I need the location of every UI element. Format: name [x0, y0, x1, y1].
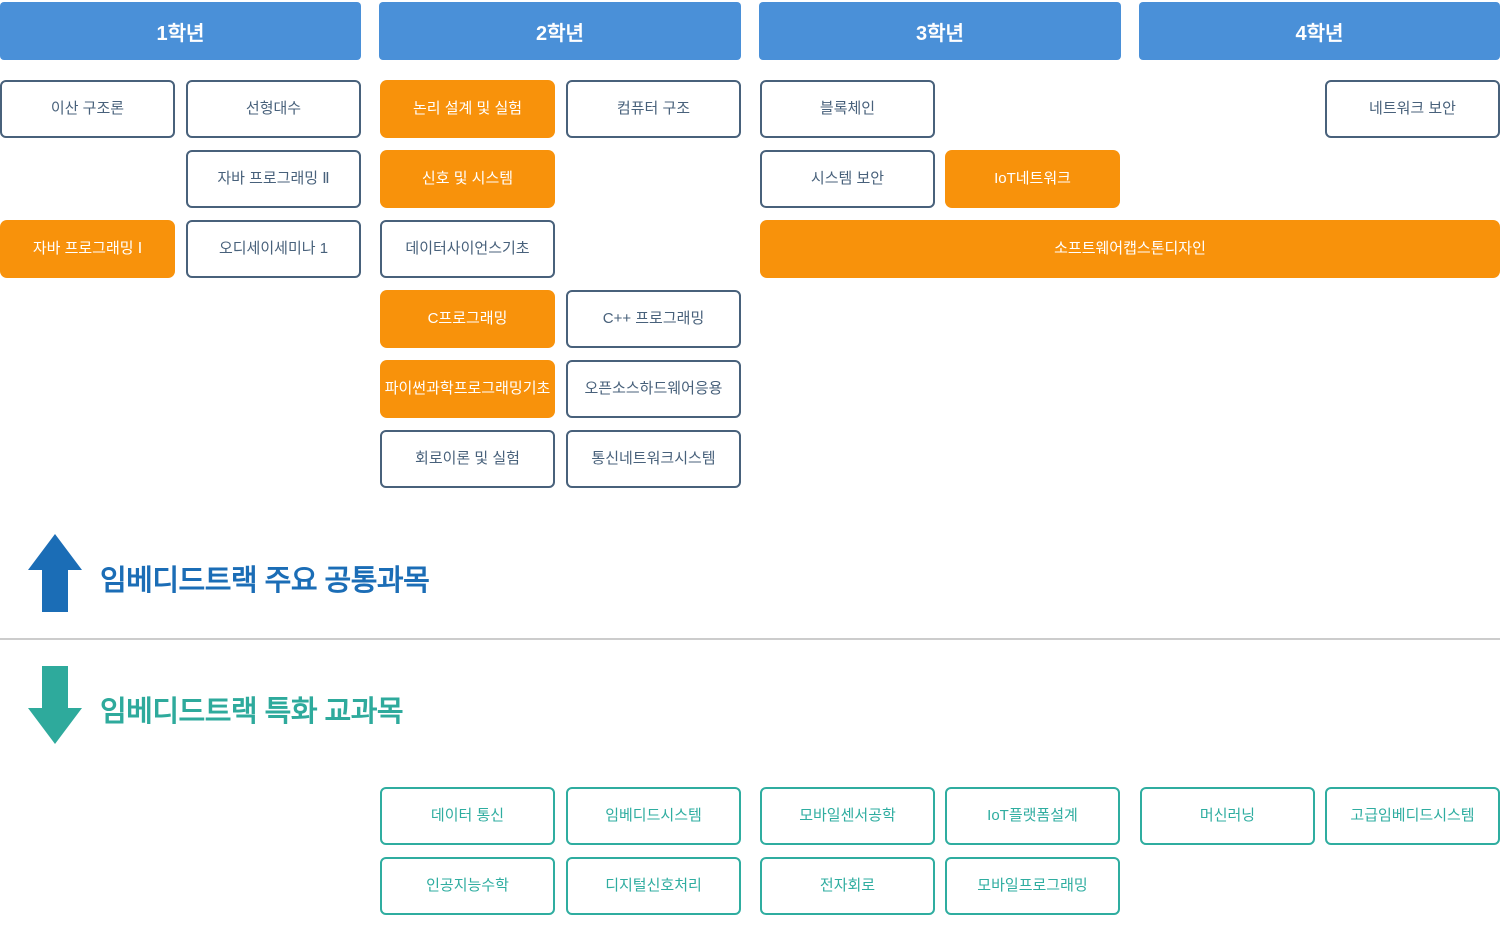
course-box: 이산 구조론 [0, 80, 175, 138]
course-box: 신호 및 시스템 [380, 150, 555, 208]
course-box: 컴퓨터 구조 [566, 80, 741, 138]
up-arrow-icon [28, 534, 82, 612]
course-box: 오픈소스하드웨어응용 [566, 360, 741, 418]
course-box: 전자회로 [760, 857, 935, 915]
up-arrow-shape [28, 534, 82, 612]
course-box: 파이썬과학프로그래밍기초 [380, 360, 555, 418]
specialized-track-section-title: 임베디드트랙 특화 교과목 [100, 696, 404, 728]
course-box: 데이터사이언스기초 [380, 220, 555, 278]
course-box: 머신러닝 [1140, 787, 1315, 845]
year-header-4: 4학년 [1139, 2, 1500, 60]
course-box: C프로그래밍 [380, 290, 555, 348]
course-box: 오디세이세미나 1 [186, 220, 361, 278]
course-box: 고급임베디드시스템 [1325, 787, 1500, 845]
course-box: IoT네트워크 [945, 150, 1120, 208]
course-box: 디지털신호처리 [566, 857, 741, 915]
course-box: 자바 프로그래밍 Ⅱ [186, 150, 361, 208]
course-box: IoT플랫폼설계 [945, 787, 1120, 845]
course-box: 인공지능수학 [380, 857, 555, 915]
course-box: 모바일프로그래밍 [945, 857, 1120, 915]
course-box: 네트워크 보안 [1325, 80, 1500, 138]
course-box: 시스템 보안 [760, 150, 935, 208]
course-box: 임베디드시스템 [566, 787, 741, 845]
down-arrow-shape [28, 666, 82, 744]
course-box: 데이터 통신 [380, 787, 555, 845]
course-box: C++ 프로그래밍 [566, 290, 741, 348]
year-header-3: 3학년 [759, 2, 1121, 60]
course-box: 통신네트워크시스템 [566, 430, 741, 488]
course-box: 소프트웨어캡스톤디자인 [760, 220, 1500, 278]
common-track-section-title: 임베디드트랙 주요 공통과목 [100, 565, 430, 597]
year-header-1: 1학년 [0, 2, 361, 60]
course-box: 논리 설계 및 실험 [380, 80, 555, 138]
year-header-2: 2학년 [379, 2, 741, 60]
course-box: 블록체인 [760, 80, 935, 138]
course-box: 모바일센서공학 [760, 787, 935, 845]
section-divider [0, 638, 1500, 640]
course-box: 회로이론 및 실험 [380, 430, 555, 488]
course-box: 선형대수 [186, 80, 361, 138]
course-box: 자바 프로그래밍 Ⅰ [0, 220, 175, 278]
down-arrow-icon [28, 666, 82, 744]
